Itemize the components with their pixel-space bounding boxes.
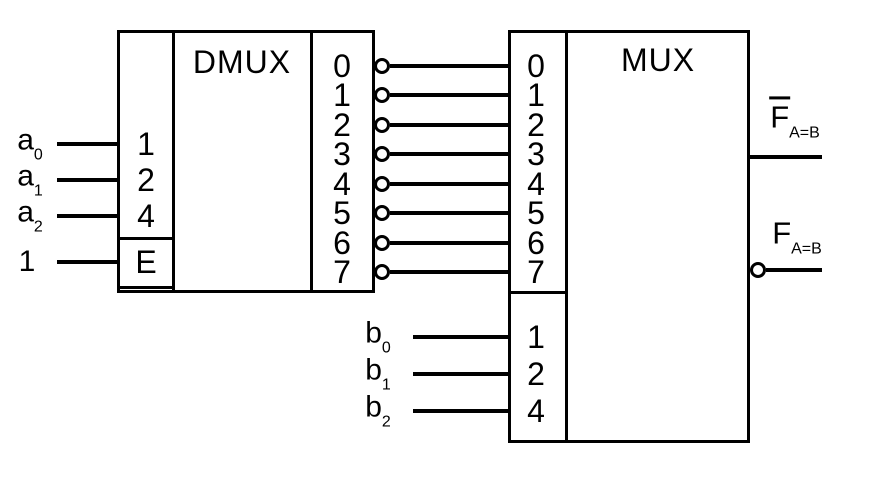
mux-box — [508, 30, 750, 443]
mux-input-6: 6 — [527, 225, 545, 261]
output-wire-f-complement — [750, 155, 822, 159]
mux-input-2: 2 — [527, 107, 545, 143]
dmux-output-bubble-5 — [374, 205, 390, 221]
a2-sub: 2 — [33, 218, 43, 236]
wire-enable — [57, 260, 117, 264]
dmux-output-bubble-2 — [374, 117, 390, 133]
input-label-b0: b0 — [365, 316, 391, 357]
mux-input-divider — [565, 30, 568, 443]
b0-sub: 0 — [381, 339, 391, 357]
f-base: F — [772, 215, 792, 251]
a0-sub: 0 — [33, 146, 43, 164]
dmux-enable-box-top — [117, 237, 175, 240]
dmux-mux-wire-3 — [390, 152, 508, 156]
dmux-mux-wire-4 — [390, 182, 508, 186]
f-complement-sub: A=B — [789, 124, 820, 142]
b1-base: b — [365, 353, 382, 387]
mux-input-5: 5 — [527, 195, 545, 231]
wire-a0 — [57, 142, 117, 146]
dmux-mux-wire-6 — [390, 241, 508, 245]
mux-input-1: 1 — [527, 77, 545, 113]
mux-input-4: 4 — [527, 166, 545, 202]
dmux-output-divider — [310, 30, 313, 293]
dmux-output-5: 5 — [333, 195, 351, 231]
a1-base: a — [17, 159, 34, 193]
input-label-a2: a2 — [17, 195, 43, 236]
b2-sub: 2 — [381, 413, 391, 431]
a1-sub: 1 — [33, 182, 43, 200]
dmux-enable-box-bottom — [117, 286, 175, 289]
f-complement-base: F — [769, 96, 791, 135]
dmux-output-7: 7 — [333, 254, 351, 290]
input-label-enable-1: 1 — [18, 245, 36, 278]
mux-select-weight-2: 2 — [527, 356, 545, 392]
mux-select-weight-1: 1 — [527, 319, 545, 355]
b1-sub: 1 — [381, 376, 391, 394]
mux-select-section-divider — [508, 291, 568, 294]
output-wire-f — [766, 268, 822, 272]
wire-a2 — [57, 214, 117, 218]
mux-input-3: 3 — [527, 136, 545, 172]
dmux-output-bubble-0 — [374, 58, 390, 74]
wire-b1 — [413, 372, 508, 376]
dmux-output-4: 4 — [333, 166, 351, 202]
dmux-select-divider — [172, 30, 175, 293]
dmux-output-3: 3 — [333, 136, 351, 172]
dmux-output-bubble-3 — [374, 146, 390, 162]
dmux-mux-wire-5 — [390, 211, 508, 215]
dmux-mux-wire-0 — [390, 64, 508, 68]
dmux-output-6: 6 — [333, 225, 351, 261]
dmux-select-weight-1: 1 — [137, 126, 155, 162]
dmux-box — [117, 30, 375, 293]
b0-base: b — [365, 316, 382, 350]
input-label-b2: b2 — [365, 390, 391, 431]
f-sub: A=B — [791, 240, 822, 258]
wire-b0 — [413, 335, 508, 339]
input-label-a0: a0 — [17, 123, 43, 164]
dmux-output-bubble-7 — [374, 264, 390, 280]
dmux-title: DMUX — [192, 44, 292, 80]
mux-input-7: 7 — [527, 254, 545, 290]
dmux-output-bubble-4 — [374, 176, 390, 192]
dmux-mux-wire-2 — [390, 123, 508, 127]
dmux-output-0: 0 — [333, 48, 351, 84]
dmux-select-weight-4: 4 — [137, 198, 155, 234]
dmux-output-bubble-6 — [374, 235, 390, 251]
dmux-mux-wire-1 — [390, 93, 508, 97]
output-label-f: FA=B — [772, 215, 822, 257]
dmux-select-weight-2: 2 — [137, 162, 155, 198]
mux-input-0: 0 — [527, 48, 545, 84]
wire-a1 — [57, 178, 117, 182]
b2-base: b — [365, 390, 382, 424]
dmux-enable-pin: E — [135, 244, 157, 280]
a0-base: a — [17, 123, 34, 157]
mux-select-weight-4: 4 — [527, 393, 545, 429]
wire-b2 — [413, 409, 508, 413]
mux-output-bubble — [750, 262, 766, 278]
dmux-output-1: 1 — [333, 77, 351, 113]
output-label-f-complement: FA=B — [769, 96, 820, 141]
dmux-output-bubble-1 — [374, 87, 390, 103]
dmux-output-2: 2 — [333, 107, 351, 143]
input-label-b1: b1 — [365, 353, 391, 394]
dmux-mux-wire-7 — [390, 270, 508, 274]
mux-title: MUX — [620, 42, 696, 78]
input-label-a1: a1 — [17, 159, 43, 200]
a2-base: a — [17, 195, 34, 229]
